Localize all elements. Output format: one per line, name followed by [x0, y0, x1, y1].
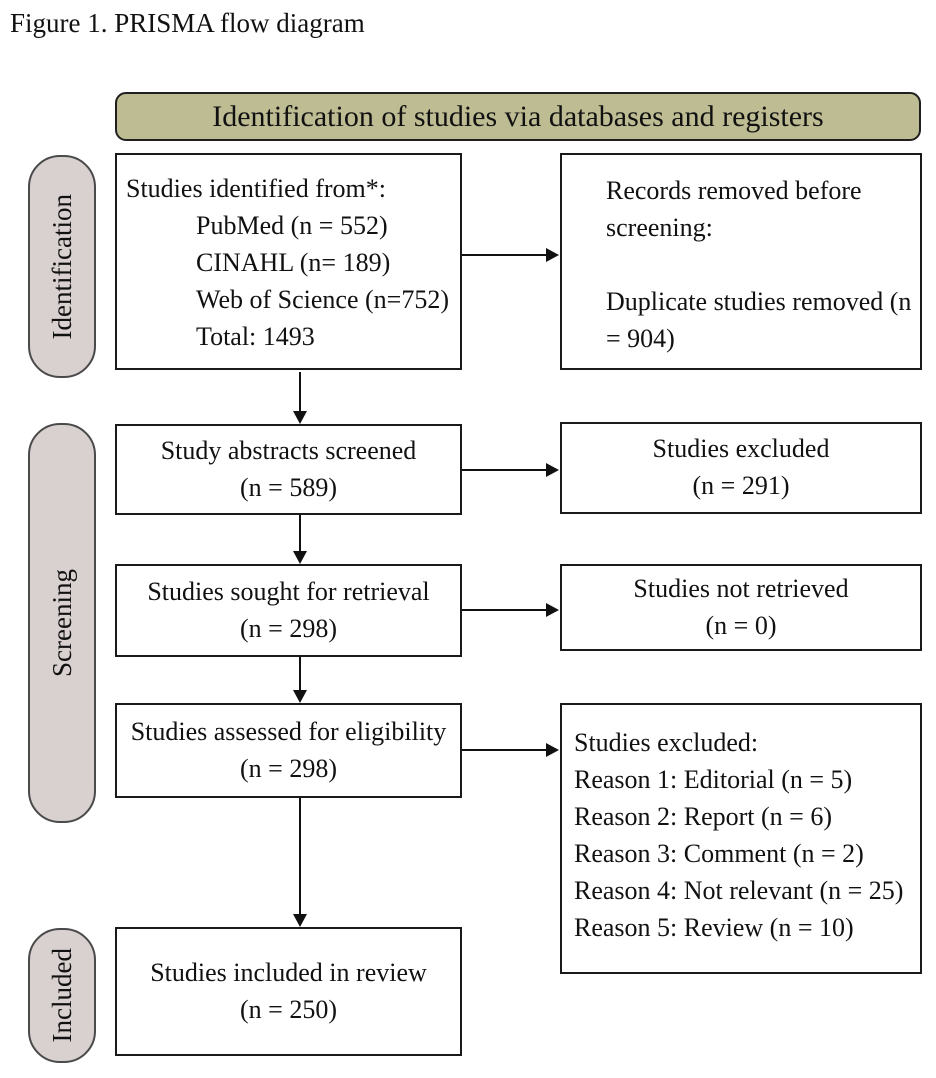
stage-label-identification: Identification: [28, 155, 96, 378]
sought-retrieval-count: (n = 298): [240, 613, 337, 643]
header-banner: Identification of studies via databases …: [115, 92, 921, 141]
header-title: Identification of studies via databases …: [212, 99, 824, 133]
arrow-down-assessed-to-included-icon: [292, 798, 307, 927]
not-retrieved-count: (n = 0): [705, 610, 777, 640]
excluded-reason-3: Reason 3: Comment (n = 2): [574, 838, 864, 868]
excluded-reason-1: Reason 1: Editorial (n = 5): [574, 764, 853, 794]
box-abstracts-screened: Study abstracts screened (n = 589): [115, 424, 462, 515]
source-pubmed: PubMed (n = 552): [196, 210, 388, 240]
box-records-removed: Records removed before screening: Duplic…: [560, 153, 922, 370]
records-removed-heading: Records removed before screening:: [606, 176, 862, 242]
source-total: Total: 1493: [196, 321, 315, 351]
excluded-reason-5: Reason 5: Review (n = 10): [574, 912, 854, 942]
excluded-reasons-heading: Studies excluded:: [574, 728, 759, 757]
assessed-eligibility-count: (n = 298): [240, 753, 337, 783]
arrow-right-identified-to-removed-icon: [462, 247, 559, 262]
records-removed-detail: Duplicate studies removed (n = 904): [606, 286, 912, 353]
abstracts-screened-line1: Study abstracts screened: [160, 435, 417, 465]
arrow-down-identified-to-screened-icon: [292, 372, 307, 424]
abstracts-screened-count: (n = 589): [240, 472, 337, 502]
box-not-retrieved: Studies not retrieved (n = 0): [560, 564, 922, 651]
stage-label-included-text: Included: [46, 948, 77, 1043]
not-retrieved-line1: Studies not retrieved: [633, 573, 849, 603]
box-studies-identified: Studies identified from*: PubMed (n = 55…: [115, 153, 462, 370]
arrow-right-assessed-to-excluded-icon: [462, 742, 559, 757]
box-assessed-eligibility: Studies assessed for eligibility (n = 29…: [115, 703, 462, 798]
arrow-down-sought-to-assessed-icon: [292, 657, 307, 703]
figure-caption: Figure 1. PRISMA flow diagram: [10, 8, 365, 38]
studies-excluded-line1: Studies excluded: [652, 434, 830, 464]
box-included-review: Studies included in review (n = 250): [115, 927, 462, 1056]
included-review-count: (n = 250): [240, 994, 337, 1024]
excluded-reason-2: Reason 2: Report (n = 6): [574, 801, 833, 831]
arrow-right-screened-to-excluded-icon: [462, 462, 559, 477]
box-sought-retrieval: Studies sought for retrieval (n = 298): [115, 564, 462, 657]
stage-label-screening-text: Screening: [46, 569, 77, 677]
box-studies-excluded-reasons: Studies excluded: Reason 1: Editorial (n…: [560, 703, 922, 974]
stage-label-included: Included: [28, 928, 96, 1063]
stage-label-identification-text: Identification: [46, 193, 77, 340]
studies-excluded-count: (n = 291): [692, 471, 790, 500]
arrow-right-sought-to-notretrieved-icon: [462, 602, 559, 617]
source-cinahl: CINAHL (n= 189): [196, 247, 391, 277]
sought-retrieval-line1: Studies sought for retrieval: [147, 576, 430, 606]
excluded-reason-4: Reason 4: Not relevant (n = 25): [574, 875, 904, 905]
assessed-eligibility-line1: Studies assessed for eligibility: [130, 716, 447, 746]
arrow-down-screened-to-sought-icon: [292, 515, 307, 564]
included-review-line1: Studies included in review: [150, 957, 427, 987]
studies-identified-intro: Studies identified from*:: [126, 174, 386, 203]
box-studies-excluded-screening: Studies excluded (n = 291): [560, 422, 922, 514]
stage-label-screening: Screening: [28, 423, 96, 823]
source-web-of-science: Web of Science (n=752): [196, 284, 449, 314]
